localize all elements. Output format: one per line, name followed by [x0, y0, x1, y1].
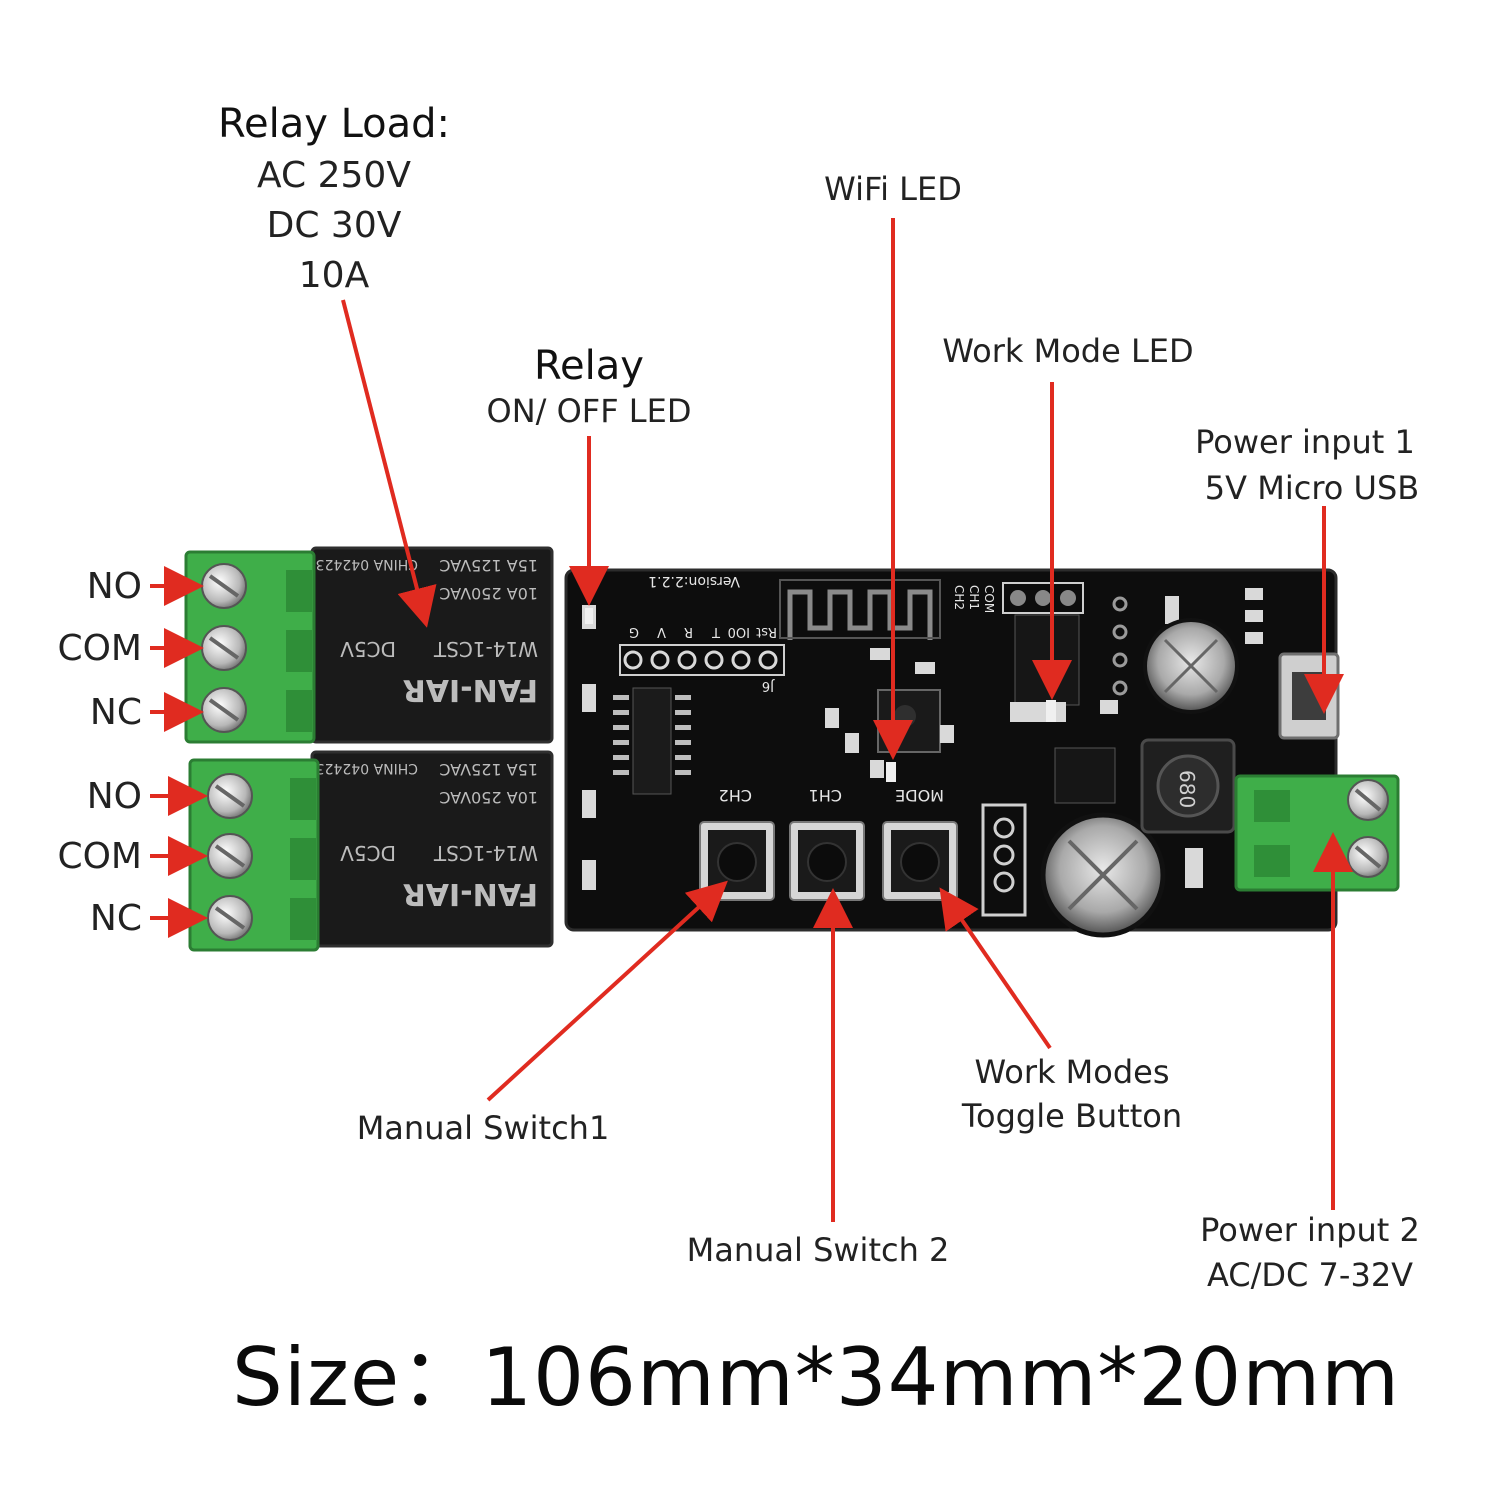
relay-2-rating-1: 15A 125VAC	[439, 760, 538, 779]
button-label-mode: MODE	[895, 786, 944, 805]
relay-2-origin: CHINA 042423	[316, 760, 418, 776]
relay-load-current: 10A	[298, 255, 370, 296]
relay-led-title: Relay	[534, 343, 644, 389]
relay-2-model: W14-1CST	[433, 841, 538, 865]
relay-led-subtitle: ON/ OFF LED	[486, 392, 692, 430]
ic-u3	[632, 687, 672, 795]
terminal-label-no-1: NO	[86, 566, 142, 607]
size-dimensions: Size：106mm*34mm*20mm	[232, 1331, 1401, 1424]
button-ch2	[699, 821, 775, 901]
terminal-label-nc-1: NC	[89, 692, 142, 733]
com-pin-label: COM	[982, 585, 996, 613]
power-input-2-subtitle: AC/DC 7-32V	[1206, 1256, 1414, 1294]
mode-led-pad	[1046, 700, 1056, 722]
ch2-pin-label: CH2	[952, 585, 966, 610]
header-j6	[619, 644, 785, 676]
pin-label-v: V	[657, 624, 666, 639]
terminal-label-nc-2: NC	[89, 898, 142, 939]
power-input-1-title: Power input 1	[1195, 423, 1415, 461]
relay-load-ac: AC 250V	[257, 155, 411, 196]
button-mode	[882, 821, 958, 901]
relay-load-dc: DC 30V	[266, 205, 402, 246]
via-holes	[1112, 596, 1128, 696]
header-j5	[981, 803, 1027, 917]
manual-switch-2-label: Manual Switch 2	[686, 1231, 950, 1269]
relay-led-1	[585, 608, 593, 624]
pin-label-rst: Rst	[756, 624, 777, 639]
work-mode-led-title: Work Mode LED	[942, 332, 1194, 370]
relay-1-rating-1: 15A 125VAC	[439, 556, 538, 575]
relay-load-title: Relay Load:	[217, 101, 451, 147]
pin-label-g: G	[629, 624, 639, 639]
relay-1-model: W14-1CST	[433, 637, 538, 661]
relay-1: FAN-IAR W14-1CST DC5V 15A 125VAC 10A 250…	[310, 546, 554, 744]
header-pin-labels: G V R T IO0 Rst J6	[629, 624, 777, 693]
terminal-label-com-2: COM	[57, 836, 142, 877]
relay-1-rating-2: 10A 250VAC	[439, 584, 538, 603]
wifi-antenna	[787, 589, 933, 640]
terminal-label-no-2: NO	[86, 776, 142, 817]
relay-2-rating-2: 10A 250VAC	[439, 788, 538, 807]
pointer-arrows	[150, 218, 1353, 1222]
manual-switch-1-label: Manual Switch1	[356, 1109, 610, 1147]
ic-u6	[1054, 747, 1116, 804]
wifi-led-title: WiFi LED	[824, 170, 962, 208]
antenna-pad	[779, 579, 941, 639]
relay-1-origin: CHINA 042423	[316, 556, 418, 572]
arrow-manual-switch-1	[486, 880, 728, 1102]
button-label-ch2: CH2	[719, 786, 752, 805]
relay-2: FAN-IAR W14-1CST DC5V 15A 125VAC 10A 250…	[310, 750, 554, 948]
wifi-chip-logo	[894, 705, 916, 727]
button-ch1	[789, 821, 865, 901]
pin-label-r: R	[684, 624, 693, 639]
arrow-relay-load	[341, 299, 437, 628]
smd-components	[582, 588, 1263, 890]
board-version: Version:2.2.1	[648, 573, 740, 589]
power-input-1-subtitle: 5V Micro USB	[1204, 469, 1420, 507]
ic-u5	[1014, 614, 1080, 706]
ic-u3-pins	[613, 695, 691, 775]
ch1-pin-label: CH1	[967, 585, 981, 610]
power-terminal	[1234, 774, 1400, 892]
terminal-block-1	[184, 550, 316, 744]
relay-2-brand: FAN-IAR	[403, 876, 538, 911]
com-header	[1002, 582, 1084, 614]
relay-1-coil: DC5V	[340, 637, 396, 661]
terminal-block-2	[188, 758, 320, 952]
pin-label-t: T	[712, 624, 721, 639]
wifi-led-pad	[886, 762, 896, 782]
relay-2-coil: DC5V	[340, 841, 396, 865]
relay-1-brand: FAN-IAR	[403, 672, 538, 707]
pin-label-io0: IO0	[728, 624, 750, 639]
inductor-code: 680	[1175, 770, 1199, 808]
work-modes-toggle-line2: Toggle Button	[961, 1097, 1183, 1135]
work-modes-toggle-line1: Work Modes	[974, 1053, 1170, 1091]
button-label-ch1: CH1	[809, 786, 842, 805]
arrow-work-modes-toggle	[939, 887, 1052, 1050]
terminal-label-com-1: COM	[57, 628, 142, 669]
header-name: J6	[762, 678, 775, 693]
power-input-2-title: Power input 2	[1200, 1211, 1420, 1249]
